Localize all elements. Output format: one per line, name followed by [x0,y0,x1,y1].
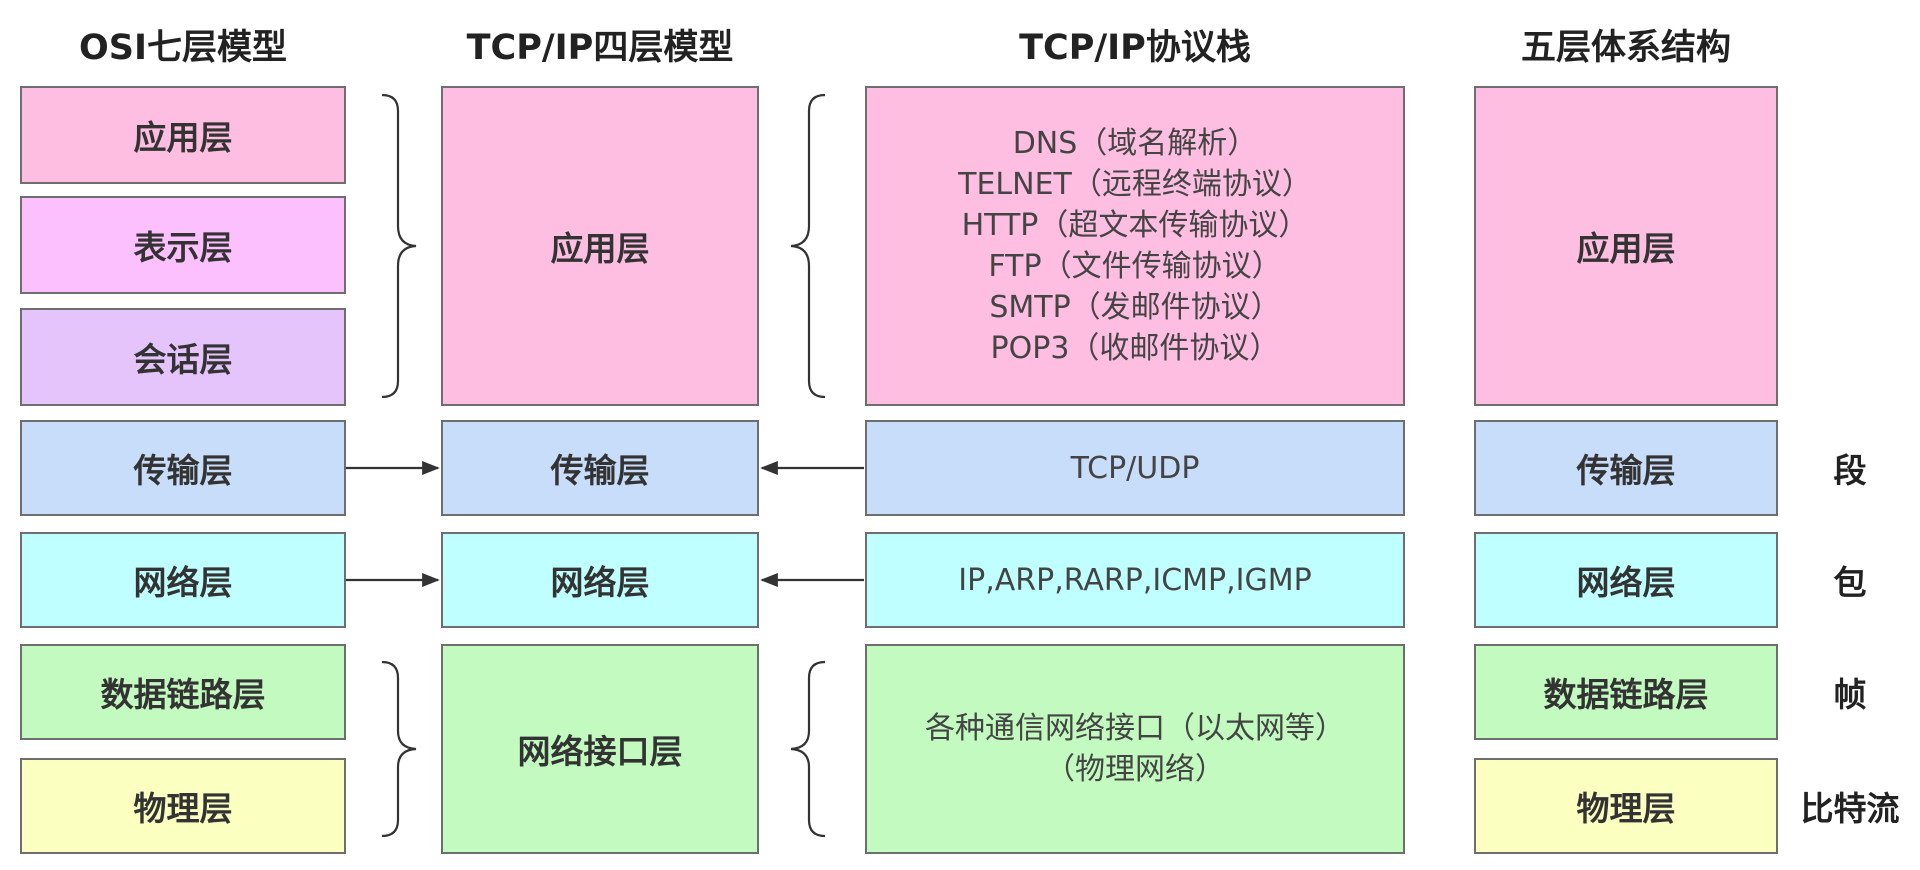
five-application-label: 应用层 [1576,229,1676,268]
stack-network-label: IP,ARP,RARP,ICMP,IGMP [958,562,1312,598]
osi-session-layer: 会话层 [20,308,346,406]
unit-bitstream: 比特流 [1800,789,1900,828]
five-application-layer: 应用层 [1474,86,1778,406]
osi-application-layer: 应用层 [20,86,346,184]
header-tcpip-four-layer: TCP/IP四层模型 [466,27,734,68]
tcpip4-application-layer: 应用层 [441,86,759,406]
osi-datalink-label: 数据链路层 [100,675,266,714]
tcpip4-application-label: 应用层 [550,229,650,268]
osi-presentation-layer: 表示层 [20,196,346,294]
osi-presentation-label: 表示层 [133,228,233,267]
tcpip4-network-interface-layer: 网络接口层 [441,644,759,854]
osi-network-label: 网络层 [133,563,233,602]
unit-segment: 段 [1833,451,1867,490]
unit-frame: 帧 [1833,675,1867,714]
protocol-ftp: FTP（文件传输协议） [988,249,1282,284]
stack-netif-line1: 各种通信网络接口（以太网等） [925,711,1345,746]
protocol-smtp: SMTP（发邮件协议） [989,290,1281,325]
tcpip4-network-layer: 网络层 [441,532,759,628]
five-datalink-layer: 数据链路层 [1474,644,1778,740]
five-physical-layer: 物理层 [1474,758,1778,854]
stack-transport-protocols: TCP/UDP [865,420,1405,516]
protocol-pop3: POP3（收邮件协议） [990,331,1280,366]
brace-stack-upper [790,93,826,399]
stack-application-protocols: DNS（域名解析） TELNET（远程终端协议） HTTP（超文本传输协议） F… [865,86,1405,406]
stack-transport-label: TCP/UDP [1070,450,1200,486]
stack-netif-line2: （物理网络） [1045,752,1225,787]
header-five-layer: 五层体系结构 [1520,27,1731,68]
header-tcpip-stack: TCP/IP协议栈 [1019,27,1251,68]
osi-physical-layer: 物理层 [20,758,346,854]
five-transport-label: 传输层 [1576,451,1676,490]
brace-osi-lower [381,660,417,838]
tcpip4-network-label: 网络层 [550,563,650,602]
protocol-telnet: TELNET（远程终端协议） [958,167,1312,202]
brace-stack-lower [790,660,826,838]
brace-osi-upper [381,93,417,399]
osi-transport-label: 传输层 [133,451,233,490]
five-network-label: 网络层 [1576,563,1676,602]
five-datalink-label: 数据链路层 [1543,675,1709,714]
tcpip4-transport-label: 传输层 [550,451,650,490]
stack-network-interface: 各种通信网络接口（以太网等） （物理网络） [865,644,1405,854]
stack-network-protocols: IP,ARP,RARP,ICMP,IGMP [865,532,1405,628]
tcpip4-network-interface-label: 网络接口层 [517,732,683,771]
osi-application-label: 应用层 [133,118,233,157]
five-transport-layer: 传输层 [1474,420,1778,516]
osi-datalink-layer: 数据链路层 [20,644,346,740]
unit-packet: 包 [1833,563,1867,602]
osi-transport-layer: 传输层 [20,420,346,516]
five-physical-label: 物理层 [1576,789,1676,828]
header-osi: OSI七层模型 [79,27,287,68]
osi-session-label: 会话层 [133,340,233,379]
protocol-dns: DNS（域名解析） [1012,126,1258,161]
protocol-http: HTTP（超文本传输协议） [961,208,1309,243]
tcpip4-transport-layer: 传输层 [441,420,759,516]
osi-physical-label: 物理层 [133,789,233,828]
five-network-layer: 网络层 [1474,532,1778,628]
osi-network-layer: 网络层 [20,532,346,628]
